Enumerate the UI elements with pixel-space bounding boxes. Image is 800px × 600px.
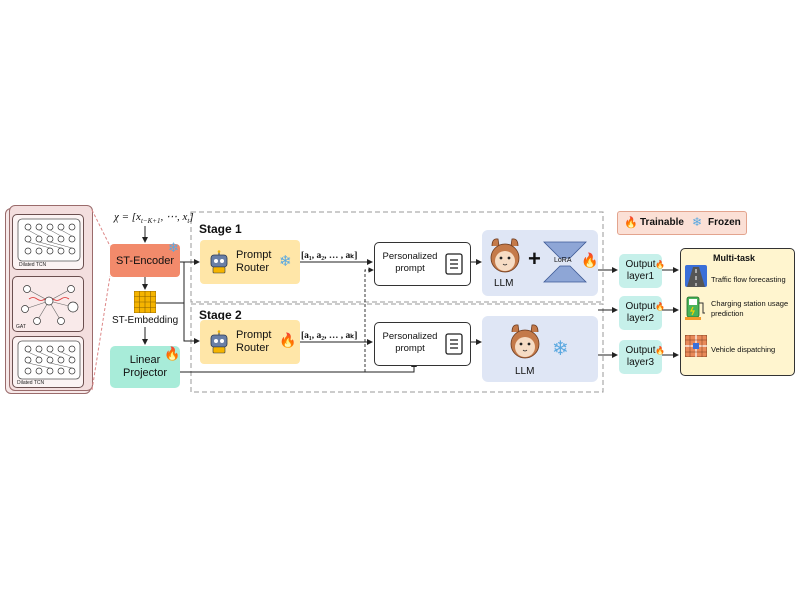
gat-graphic [21,285,79,325]
stage2-action-list: [a₁, a₂, … , aₖ] [301,331,358,341]
fire-icon: 🔥 [624,217,638,229]
document-icon [445,253,463,275]
fire-icon: 🔥 [655,346,665,355]
robot-icon [210,250,228,274]
multitask-panel: Multi-task Traffic flow forecasting Char… [680,248,795,376]
snowflake-icon: ❄ [552,338,569,360]
stage2-llm-panel: LLM ❄ [482,316,598,382]
output-layer1-line1: Output [625,259,656,270]
plus-icon: + [528,246,541,271]
dilated-tcn-bottom-graphic [17,340,81,380]
router-label-line1: Prompt [236,329,272,341]
output-layer1-line2: layer1 [626,271,655,282]
dilated-tcn-bottom-label: Dilated TCN [17,380,45,386]
dilated-tcn-top-label: Dilated TCN [19,262,47,268]
output-layer3-line2: layer3 [626,357,655,368]
vehicle-dispatch-icon [685,335,707,357]
legend-frozen: Frozen [708,217,741,228]
task-traffic-flow: Traffic flow forecasting [711,275,786,284]
stage1-action-list: [a₁, a₂, … , aₖ] [301,251,358,261]
formula-rest: , ⋯, x [160,211,188,223]
llama-icon [490,238,520,273]
lora-label: LoRA [554,257,572,264]
task-charging-station: Charging station usage [711,299,789,308]
gat-panel: GAT [12,276,84,332]
router-label-line1: Prompt [236,249,272,261]
fire-icon: 🔥 [655,302,665,311]
snowflake-icon: ❄ [279,253,292,270]
prompt-label-line1: Personalized [382,251,438,262]
output-layer2-line1: Output [625,301,656,312]
output-layer3-line1: Output [625,345,656,356]
llama-icon [510,324,540,359]
st-embedding-label: ST-Embedding [112,315,179,326]
dilated-tcn-top-graphic [17,218,81,262]
output-layer2-line2: layer2 [626,313,655,324]
fire-icon: 🔥 [164,346,181,361]
fire-icon: 🔥 [655,260,665,269]
formula-end: t [187,217,190,226]
formula-sub: t−K+1 [140,217,161,226]
fire-icon: 🔥 [279,332,297,348]
stage2-prompt-label: Personalized prompt [379,331,441,355]
router-label-line2: Router [236,262,270,274]
router-label-line2: Router [236,342,270,354]
formula-start: χ = [x [114,211,141,223]
stage2-llm-label: LLM [515,366,535,377]
snowflake-icon: ❄ [692,215,703,229]
gat-label: GAT [16,324,26,330]
dilated-tcn-top-panel: Dilated TCN [12,214,84,270]
stage1-llm-label: LLM [494,278,514,289]
linear-projector-box: Linear Projector [110,346,180,388]
prompt-label-line2: prompt [395,263,425,274]
robot-icon [210,330,228,354]
embedding-grid-icon [134,291,156,313]
document-icon [445,333,463,355]
snowflake-icon: ❄ [168,240,179,255]
lora-icon [543,241,587,283]
fire-icon: 🔥 [581,252,599,268]
stage1-prompt-label: Personalized prompt [379,251,441,275]
formula-close: ] [189,211,194,223]
prompt-label-line2: prompt [395,343,425,354]
prompt-label-line1: Personalized [382,331,438,342]
linear-projector-line2: Projector [122,367,168,379]
stage2-prompt-router: Prompt Router 🔥 [200,320,300,364]
stage1-router-label: Prompt Router [236,249,271,275]
stage2-title: Stage 2 [199,308,242,322]
road-icon [685,265,707,287]
legend-trainable: Trainable [640,217,684,228]
task-vehicle-dispatching: Vehicle dispatching [711,345,776,354]
charging-station-icon [685,296,705,320]
st-encoder-label: ST-Encoder [115,254,175,267]
stage2-router-label: Prompt Router [236,329,271,355]
dilated-tcn-bottom-panel: Dilated TCN [12,336,84,388]
output-layer1: Output layer1 [619,254,662,288]
linear-projector-line1: Linear [129,354,161,366]
stage1-llm-panel: LLM + LoRA 🔥 [482,230,598,296]
task-charging-prediction: prediction [711,309,744,318]
stage1-personalized-prompt: Personalized prompt [374,242,471,286]
output-layer2: Output layer2 [619,296,662,330]
input-formula: χ = [xt−K+1, ⋯, xt] [114,210,194,225]
legend-box: 🔥 Trainable ❄ Frozen [617,211,747,235]
multitask-title: Multi-task [713,253,756,263]
stage1-prompt-router: Prompt Router ❄ [200,240,300,284]
st-encoder-box: ST-Encoder [110,244,180,277]
stage1-title: Stage 1 [199,222,242,236]
output-layer3: Output layer3 [619,340,662,374]
stage2-personalized-prompt: Personalized prompt [374,322,471,366]
